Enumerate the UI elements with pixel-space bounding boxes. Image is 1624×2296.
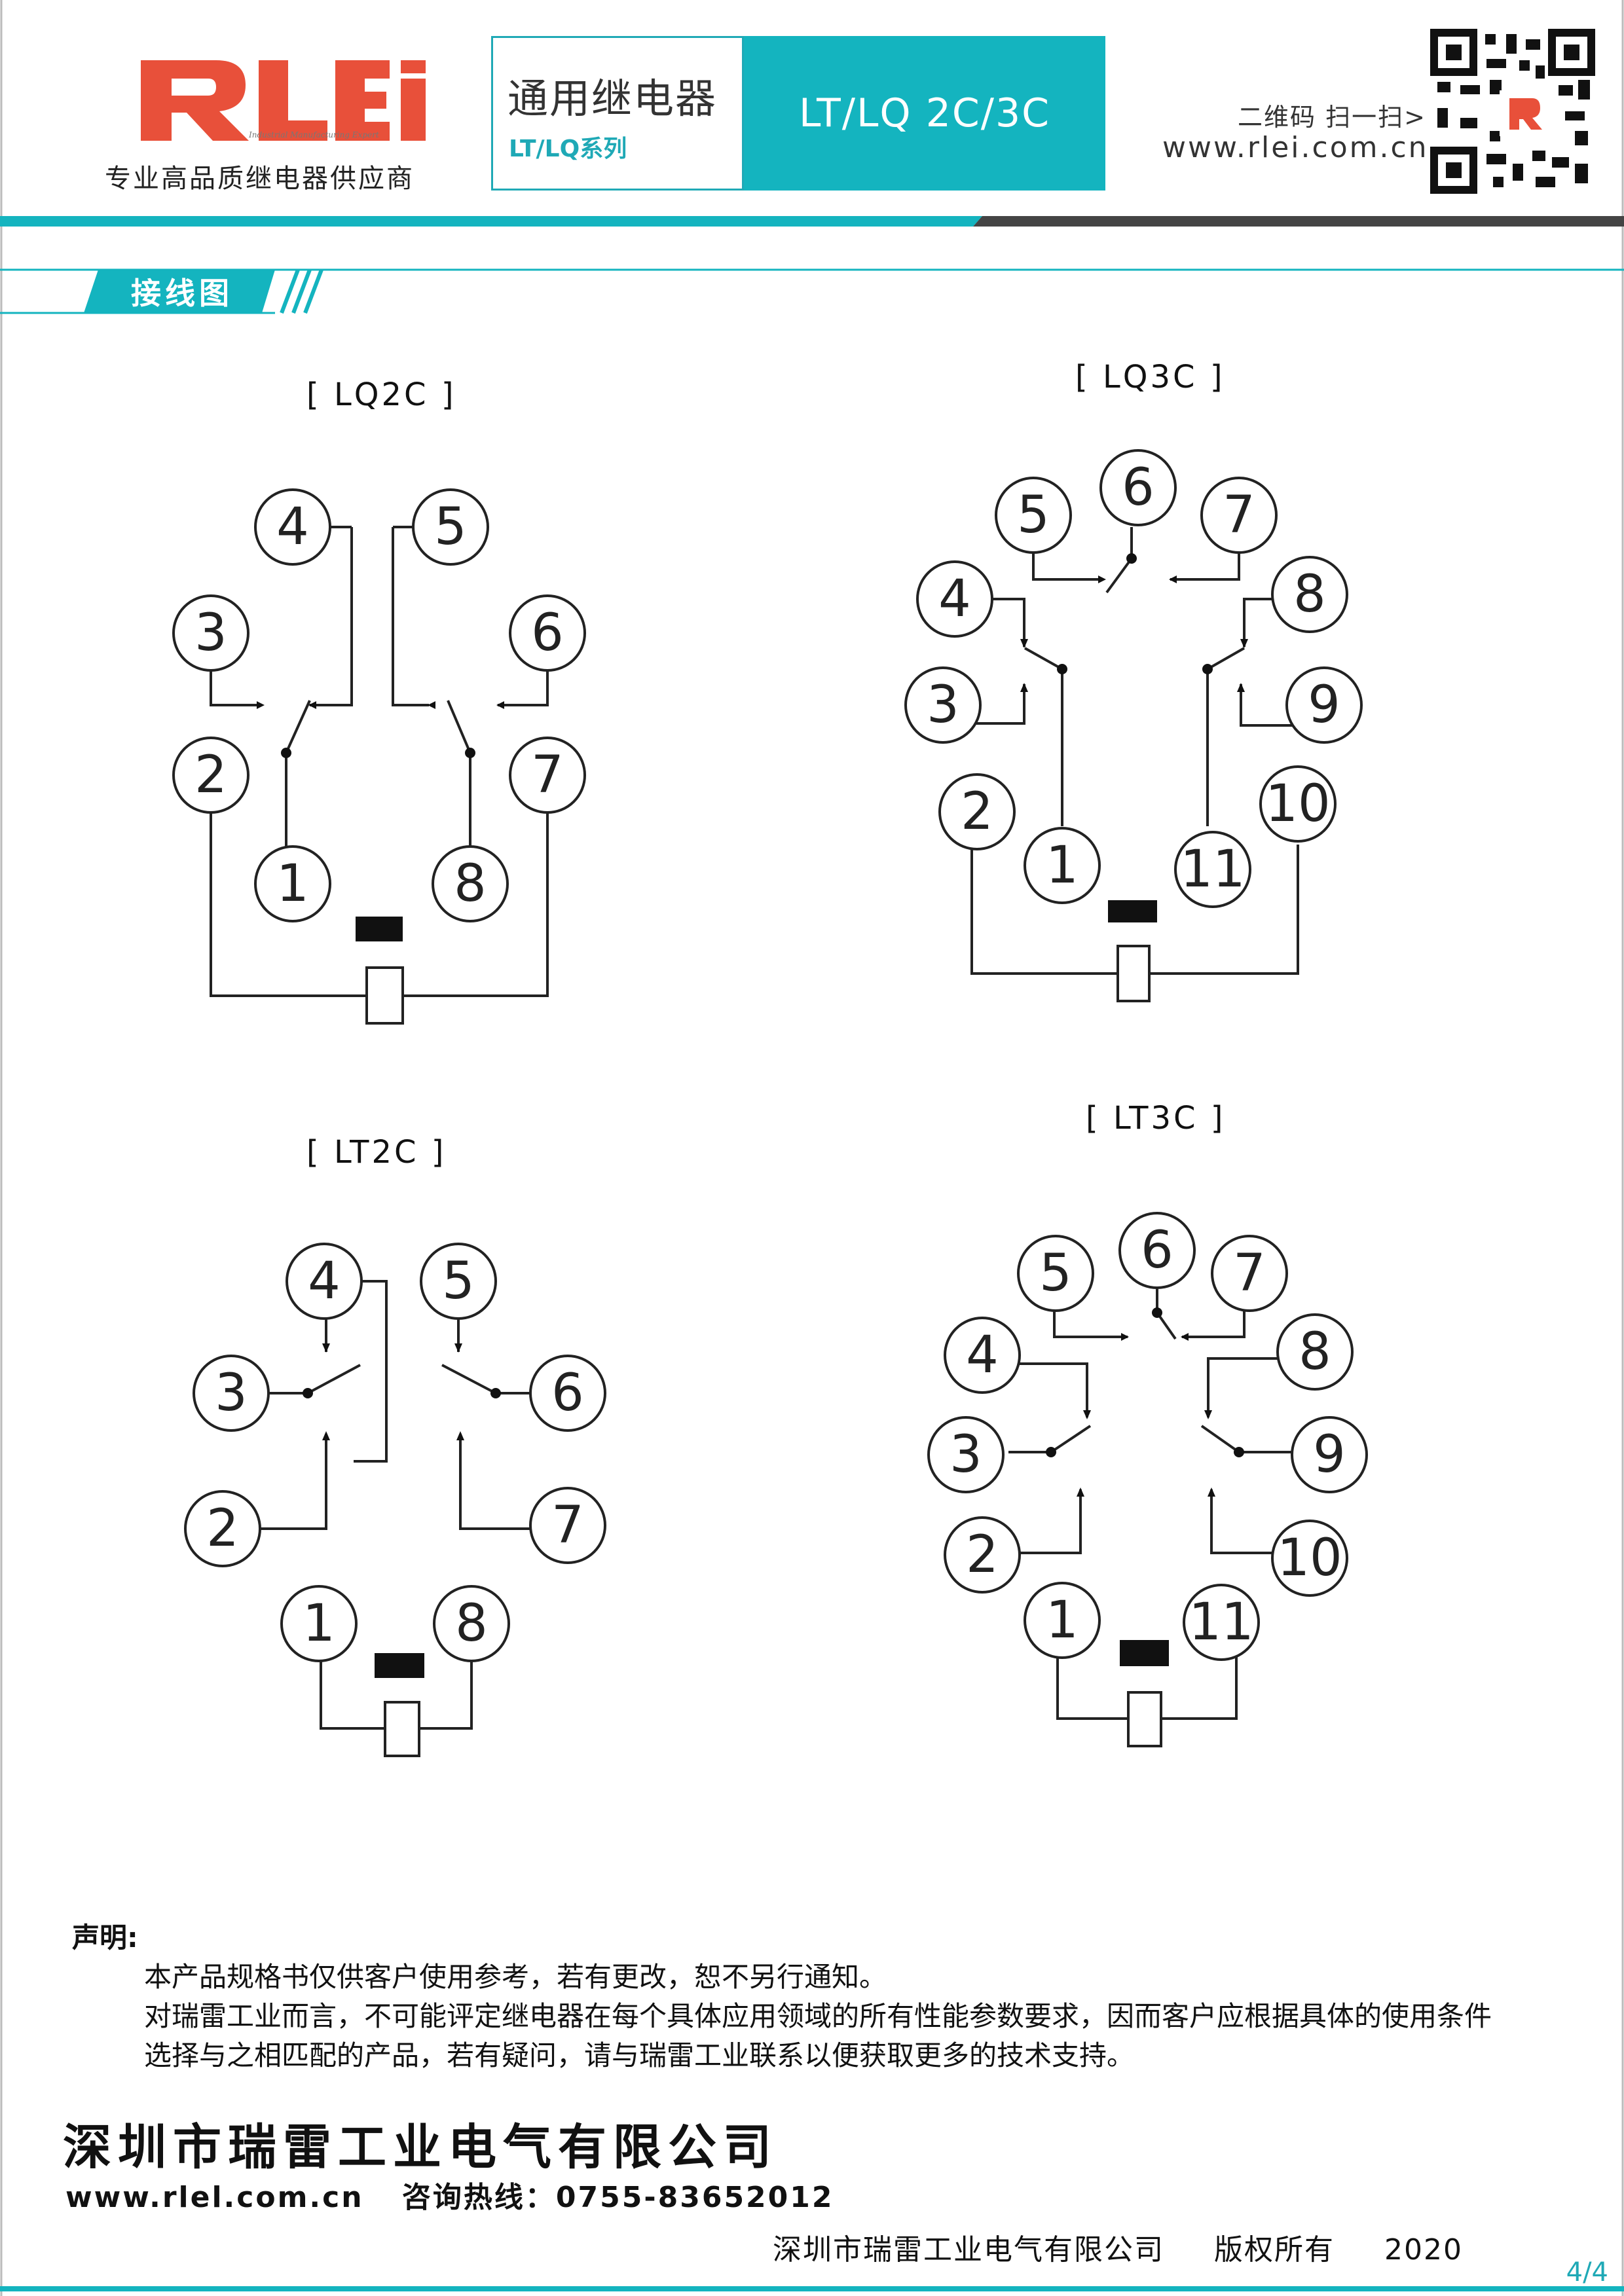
- pin-number: 6: [551, 1364, 584, 1423]
- pin-number: 1: [1046, 836, 1079, 895]
- model-badge: LT/LQ 2C/3C: [744, 36, 1105, 191]
- declaration-line: 本产品规格书仅供客户使用参考，若有更改，恕不另行通知。: [144, 1961, 887, 1993]
- footer-contact: www.rlel.com.cn 咨询热线：0755-83652012: [65, 2174, 860, 2215]
- pin-number: 2: [961, 782, 993, 841]
- pin-number: 6: [531, 604, 564, 663]
- pin-number: 8: [454, 854, 487, 913]
- declaration-line: 对瑞雷工业而言，不可能评定继电器在每个具体应用领域的所有性能参数要求，因而客户应…: [144, 2000, 1492, 2032]
- pin-number: 1: [1046, 1591, 1079, 1650]
- pin-number: 8: [1293, 565, 1326, 624]
- pin-number: 9: [1313, 1425, 1346, 1484]
- pin-number: 3: [927, 676, 959, 735]
- pin-number: 9: [1308, 676, 1340, 735]
- pin-number: 6: [1122, 458, 1154, 517]
- pin-number: 8: [455, 1594, 488, 1653]
- pin-number: 2: [206, 1499, 239, 1558]
- copyright-text: 版权所有: [1214, 2233, 1335, 2267]
- footer-hotline: 咨询热线：0755-83652012: [401, 2181, 834, 2214]
- pin-number: 2: [966, 1525, 999, 1584]
- pin-number: 10: [1277, 1529, 1342, 1588]
- lq3c-diagram: [904, 449, 1363, 1002]
- pin-number: 3: [950, 1425, 982, 1484]
- diagram-label-lt3c: [ LT3C ]: [1086, 1100, 1226, 1137]
- pin-number: 1: [303, 1594, 335, 1653]
- pin-number: 10: [1265, 774, 1330, 833]
- header-website[interactable]: www.rlei.com.cn: [1162, 131, 1429, 164]
- declaration-title: 声明:: [72, 1922, 138, 1954]
- lq2c-diagram: [172, 488, 586, 1025]
- lt3c-diagram: [927, 1212, 1368, 1747]
- pin-number: 3: [194, 604, 227, 663]
- pin-number: 2: [194, 746, 227, 805]
- pin-number: 4: [938, 570, 971, 629]
- copyright-year: 2020: [1384, 2233, 1463, 2267]
- declaration: 声明: 本产品规格书仅供客户使用参考，若有更改，恕不另行通知。 对瑞雷工业而言，…: [72, 1918, 1578, 2075]
- company-tagline: 专业高品质继电器供应商: [105, 164, 415, 194]
- section-title: 接线图: [131, 276, 233, 311]
- pin-number: 7: [551, 1496, 584, 1555]
- pin-number: 7: [1223, 486, 1255, 545]
- pin-number: 6: [1141, 1221, 1173, 1280]
- diagram-label-lq3c: [ LQ3C ]: [1075, 359, 1225, 395]
- pin-number: 7: [531, 746, 564, 805]
- pin-number: 1: [276, 854, 309, 913]
- qr-code: [1430, 29, 1595, 194]
- copyright: 深圳市瑞雷工业电气有限公司 版权所有 2020: [773, 2226, 1502, 2268]
- declaration-line: 选择与之相匹配的产品，若有疑问，请与瑞雷工业联系以便获取更多的技术支持。: [144, 2039, 1135, 2071]
- rlei-logo: Industrial Manufacturing Expert: [141, 60, 426, 141]
- copyright-company: 深圳市瑞雷工业电气有限公司: [773, 2233, 1164, 2267]
- footer-website[interactable]: www.rlel.com.cn: [65, 2181, 364, 2214]
- pin-number: 4: [308, 1252, 341, 1311]
- svg-text:Industrial Manufacturing Exper: Industrial Manufacturing Expert: [248, 130, 379, 139]
- pin-number: 11: [1189, 1593, 1253, 1652]
- pin-number: 3: [215, 1364, 248, 1423]
- qr-label: 二维码 扫一扫>: [1238, 103, 1426, 132]
- footer-company: 深圳市瑞雷工业电气有限公司: [63, 2119, 778, 2176]
- diagram-label-lt2c: [ LT2C ]: [306, 1134, 447, 1171]
- pin-number: 7: [1233, 1244, 1266, 1303]
- product-series: LT/LQ系列: [509, 136, 627, 162]
- product-title-box: 通用继电器 LT/LQ系列: [491, 36, 744, 191]
- pin-number: 4: [966, 1326, 999, 1385]
- pin-number: 8: [1299, 1322, 1331, 1381]
- pin-number: 11: [1180, 840, 1245, 899]
- product-title: 通用继电器: [507, 75, 718, 122]
- pin-number: 5: [1017, 486, 1050, 545]
- page-number: 4/4: [1566, 2257, 1608, 2287]
- pin-number: 5: [442, 1252, 475, 1311]
- pin-number: 5: [434, 498, 467, 556]
- diagram-label-lq2c: [ LQ2C ]: [306, 376, 456, 413]
- lt2c-diagram: [184, 1243, 606, 1757]
- pin-number: 4: [276, 498, 309, 556]
- pin-number: 5: [1039, 1244, 1072, 1303]
